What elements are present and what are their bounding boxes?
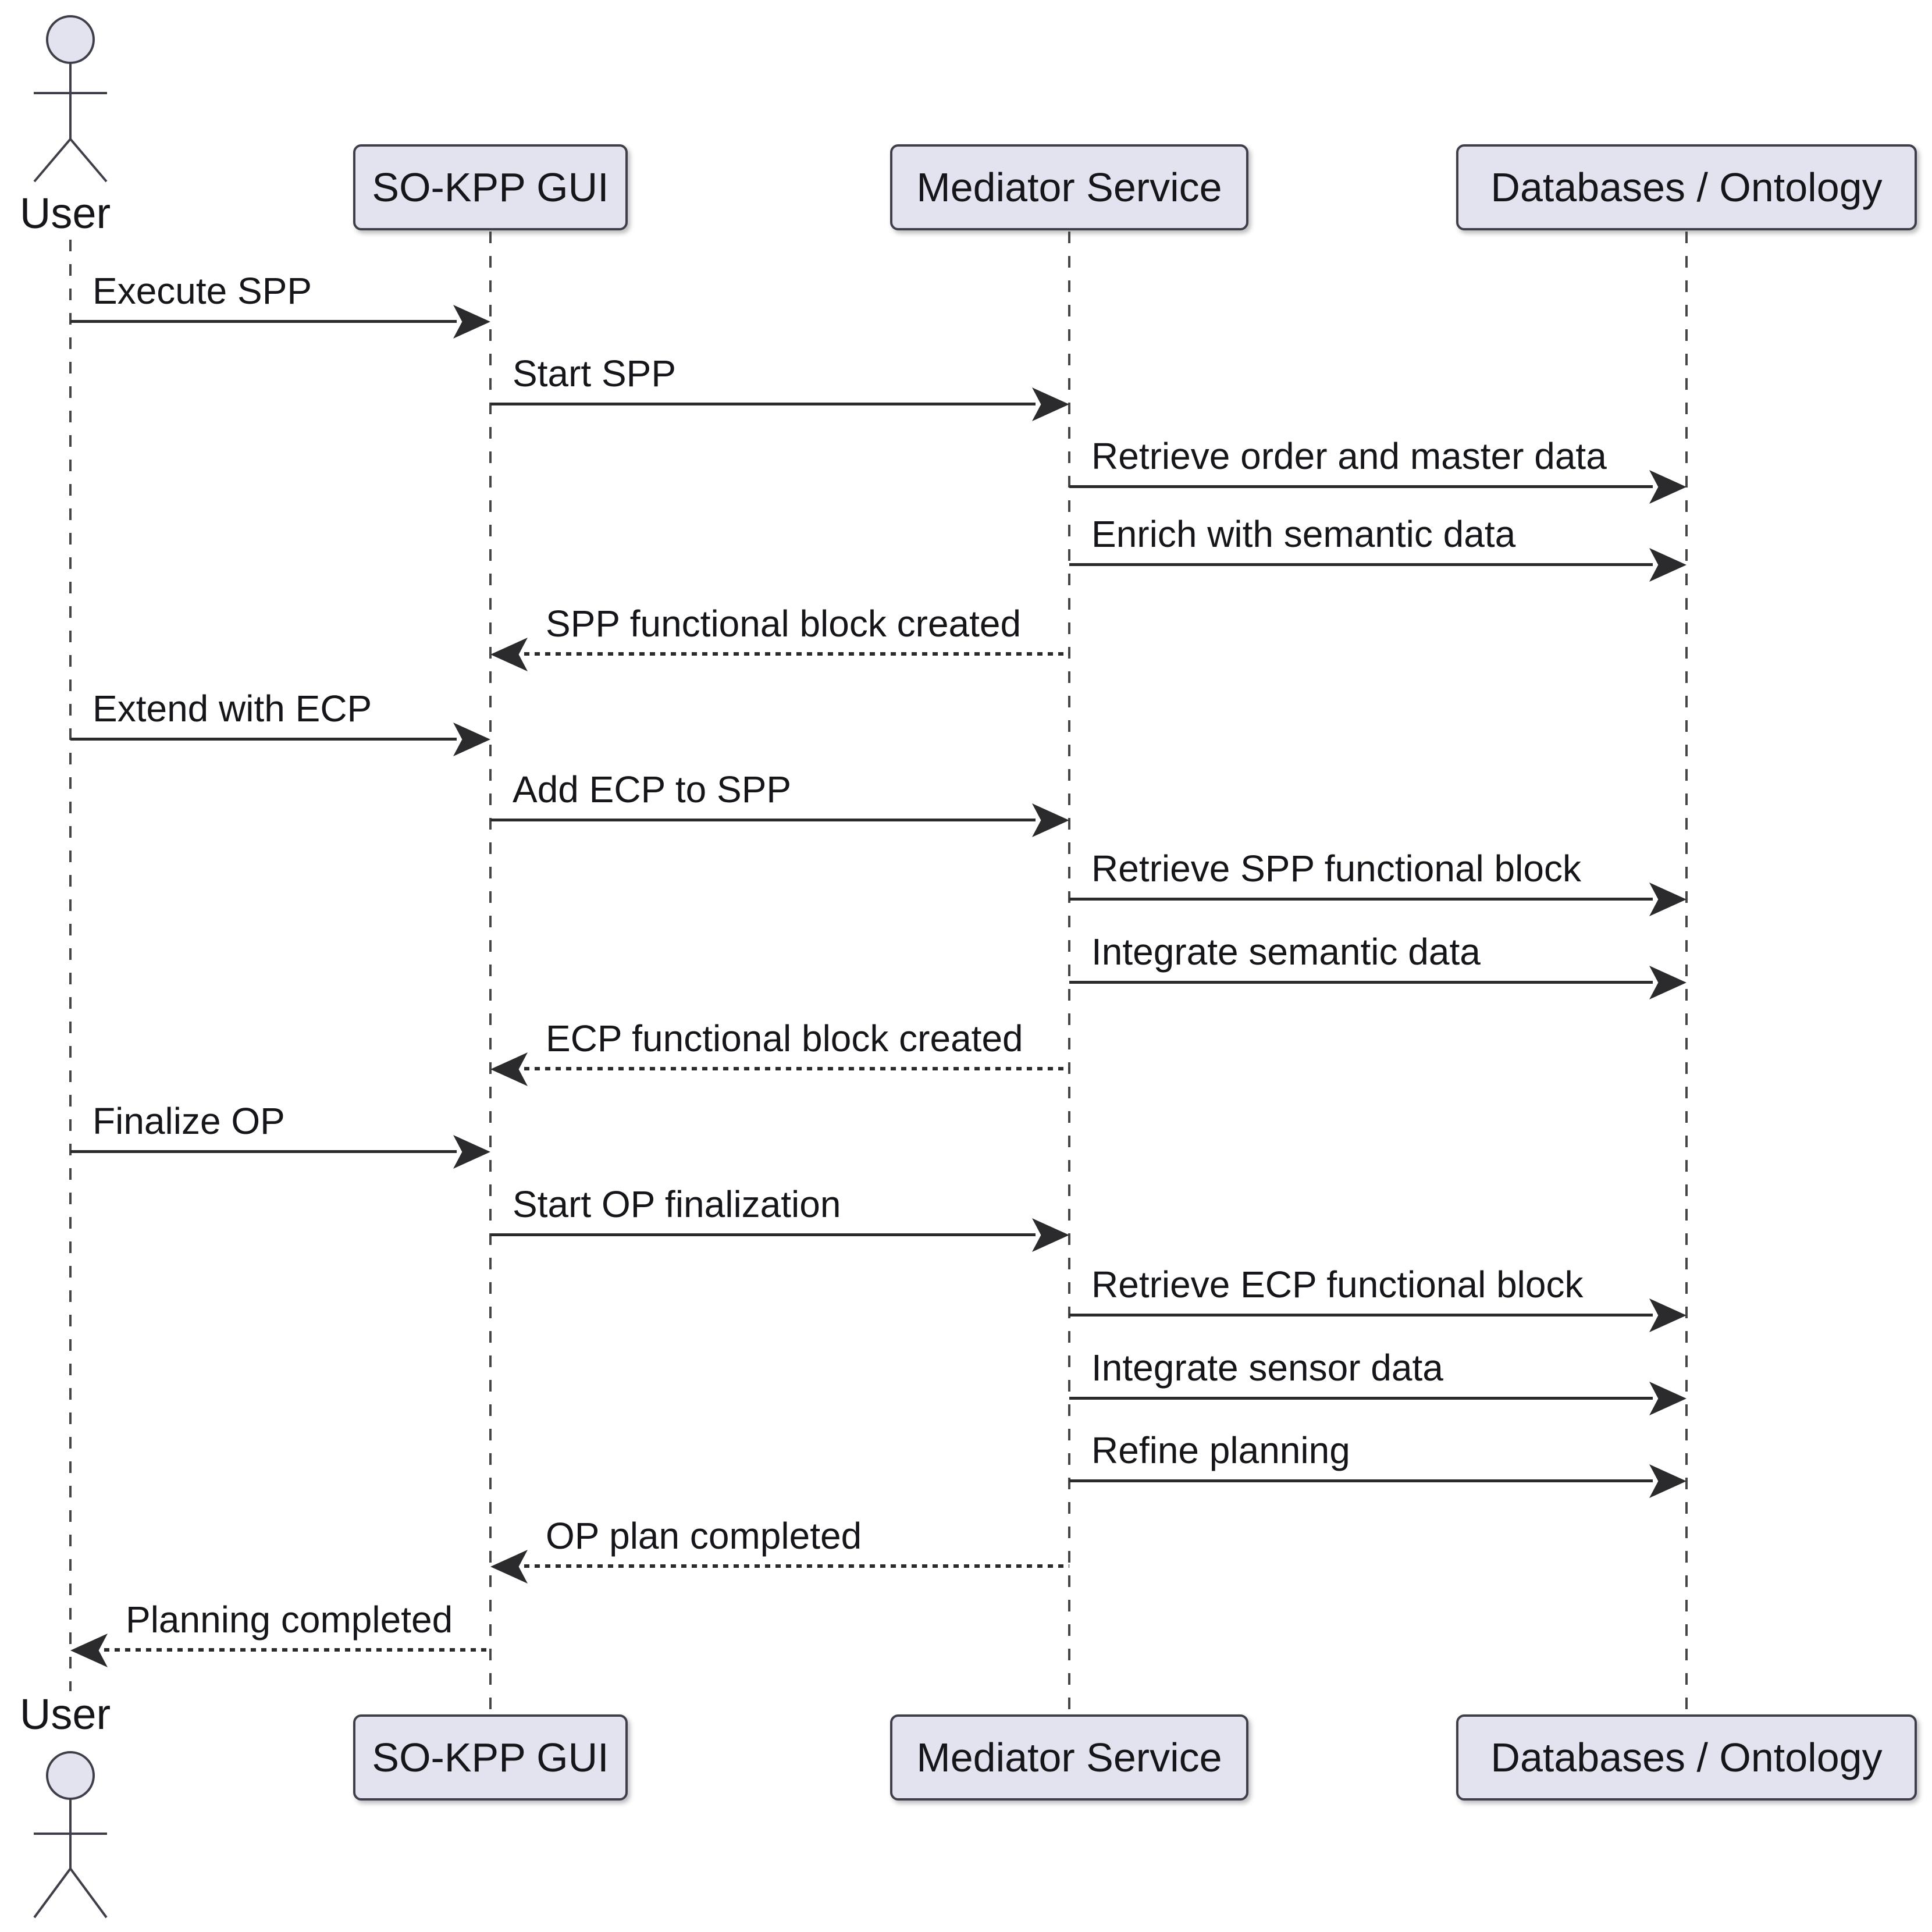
message-label: Start SPP <box>513 353 676 394</box>
message-label: Integrate sensor data <box>1091 1347 1443 1389</box>
message-line <box>524 1564 1069 1568</box>
message-line <box>1069 981 1653 984</box>
participant-box-gui-bottom: SO-KPP GUI <box>353 1714 628 1801</box>
participant-box-gui-top: SO-KPP GUI <box>353 144 628 230</box>
message-label: Start OP finalization <box>513 1183 841 1225</box>
message-line <box>70 738 457 741</box>
message-label: Planning completed <box>126 1599 453 1641</box>
participant-label-user-bottom: User <box>19 1690 111 1738</box>
lifeline-mediator <box>1068 232 1070 1714</box>
arrowhead-icon <box>490 1550 528 1584</box>
arrowhead-icon <box>1649 883 1687 916</box>
participant-box-label: Mediator Service <box>916 1735 1222 1780</box>
message-line <box>70 320 457 323</box>
participant-box-label: Databases / Ontology <box>1490 165 1883 210</box>
arrowhead-icon <box>490 1052 528 1086</box>
message-label: ECP functional block created <box>546 1017 1023 1059</box>
participant-box-mediator-top: Mediator Service <box>890 144 1248 230</box>
arrowhead-icon <box>453 305 490 339</box>
arrowhead-icon <box>453 1135 490 1169</box>
message-label: Enrich with semantic data <box>1091 513 1516 555</box>
arrowhead-icon <box>490 638 528 671</box>
arrowhead-icon <box>1649 1464 1687 1498</box>
arrowhead-icon <box>1649 966 1687 999</box>
message-label: Execute SPP <box>92 270 312 312</box>
user-actor-icon-bottom <box>21 1745 121 1932</box>
message-label: Extend with ECP <box>92 688 372 730</box>
participant-box-mediator-bottom: Mediator Service <box>890 1714 1248 1801</box>
message-line <box>524 652 1069 656</box>
message-line <box>490 819 1036 821</box>
message-line <box>1069 1314 1653 1317</box>
participant-label-user-top: User <box>19 189 111 237</box>
message-label: Retrieve order and master data <box>1091 435 1607 477</box>
participant-box-label: Databases / Ontology <box>1490 1735 1883 1780</box>
participant-box-db-bottom: Databases / Ontology <box>1456 1714 1917 1801</box>
message-label: SPP functional block created <box>546 603 1022 645</box>
message-label: OP plan completed <box>546 1515 862 1557</box>
message-line <box>1069 1397 1653 1400</box>
message-label: Refine planning <box>1091 1429 1350 1471</box>
message-line <box>490 403 1036 405</box>
message-line <box>1069 1479 1653 1482</box>
message-line <box>490 1233 1036 1236</box>
message-line <box>1069 898 1653 901</box>
participant-box-label: Mediator Service <box>916 165 1222 210</box>
participant-box-db-top: Databases / Ontology <box>1456 144 1917 230</box>
message-line <box>524 1067 1069 1070</box>
message-label: Retrieve ECP functional block <box>1091 1264 1584 1305</box>
message-line <box>104 1648 490 1652</box>
arrowhead-icon <box>453 723 490 756</box>
participant-box-label: SO-KPP GUI <box>372 1735 609 1780</box>
arrowhead-icon <box>1649 470 1687 504</box>
arrowhead-icon <box>1649 548 1687 582</box>
message-label: Integrate semantic data <box>1091 931 1481 973</box>
participant-box-label: SO-KPP GUI <box>372 165 609 210</box>
message-label: Retrieve SPP functional block <box>1091 848 1581 889</box>
message-line <box>70 1150 457 1153</box>
message-label: Add ECP to SPP <box>513 768 792 810</box>
lifeline-db <box>1685 232 1688 1714</box>
arrowhead-icon <box>1032 387 1069 421</box>
arrowhead-icon <box>1649 1298 1687 1332</box>
arrowhead-icon <box>70 1634 108 1667</box>
lifeline-gui <box>489 232 492 1714</box>
message-line <box>1069 485 1653 488</box>
arrowhead-icon <box>1032 803 1069 837</box>
arrowhead-icon <box>1032 1218 1069 1252</box>
message-label: Finalize OP <box>92 1100 285 1142</box>
arrowhead-icon <box>1649 1382 1687 1415</box>
lifeline-user <box>69 240 72 1691</box>
message-line <box>1069 563 1653 566</box>
user-actor-icon <box>21 7 121 191</box>
